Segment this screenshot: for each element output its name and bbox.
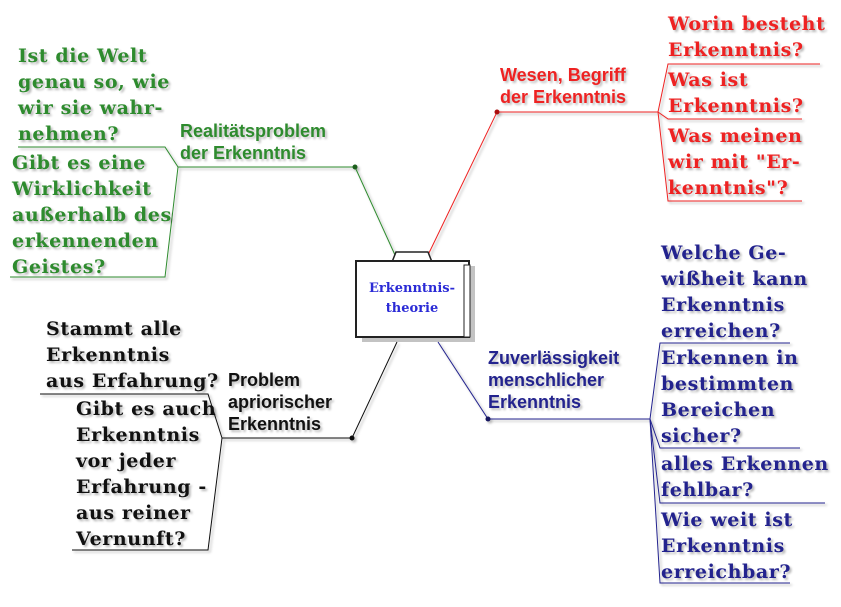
realitaet-q1-line <box>18 146 179 168</box>
wesen-q2-line <box>657 111 802 120</box>
wesen-connectors <box>427 63 820 256</box>
zuverlaessigkeit-q2-line <box>649 418 800 449</box>
zuverlaessigkeit-question-3: alles Erkennen fehlbar? <box>661 453 829 501</box>
zuverlaessigkeit-node <box>485 416 491 422</box>
wesen-node <box>494 109 500 115</box>
apriori-question-1: Stammt alle Erkenntnis aus Erfahrung? <box>46 318 219 392</box>
realitaet-q2-line <box>10 166 179 278</box>
center-topic-label: Erkenntnis- theorie <box>368 281 456 316</box>
realitaet-branch-line <box>178 166 396 256</box>
wesen-branch-line <box>427 111 658 256</box>
realitaet-branch-title: Realitätsproblem der Erkenntnis <box>180 121 327 163</box>
wesen-q1-line <box>657 63 820 113</box>
zuverlaessigkeit-question-4: Wie weit ist Erkenntnis erreichbar? <box>661 509 793 583</box>
apriori-q1-line <box>40 393 223 439</box>
zuverlaessigkeit-q4-line <box>649 418 790 584</box>
realitaet-question-1: Ist die Welt genau so, wie wir sie wahr-… <box>18 45 170 145</box>
apriori-branch-title: Problem apriorischer Erkenntnis <box>228 370 333 434</box>
wesen-branch-title: Wesen, Begriff der Erkenntnis <box>500 65 627 107</box>
zuverlaessigkeit-question-1: Welche Ge- wißheit kann Erkenntnis errei… <box>661 242 808 342</box>
apriori-connectors <box>40 341 398 551</box>
zuverlaessigkeit-q3-line <box>649 418 825 504</box>
apriori-question-2: Gibt es auch Erkenntnis vor jeder Erfahr… <box>76 398 217 550</box>
zuverlaessigkeit-connectors <box>437 341 825 584</box>
apriori-q2-line <box>72 437 223 551</box>
zuverlaessigkeit-q1-line <box>649 342 790 420</box>
realitaet-question-2: Gibt es eine Wirklichkeit außerhalb des … <box>12 152 172 278</box>
realitaet-connectors <box>10 146 396 278</box>
wesen-q3-line <box>657 111 802 202</box>
wesen-question-1: Worin besteht Erkenntnis? <box>668 13 826 61</box>
zuverlaessigkeit-branch-title: Zuverlässigkeit menschlicher Erkenntnis <box>488 348 620 412</box>
wesen-question-2: Was ist Erkenntnis? <box>668 69 804 117</box>
wesen-question-3: Was meinen wir mit "Er- kenntnis"? <box>668 125 803 199</box>
folder-icon <box>355 251 475 342</box>
zuverlaessigkeit-question-2: Erkennen in bestimmten Bereichen sicher? <box>661 347 799 447</box>
apriori-node <box>349 435 355 441</box>
realitaet-node <box>352 164 358 170</box>
